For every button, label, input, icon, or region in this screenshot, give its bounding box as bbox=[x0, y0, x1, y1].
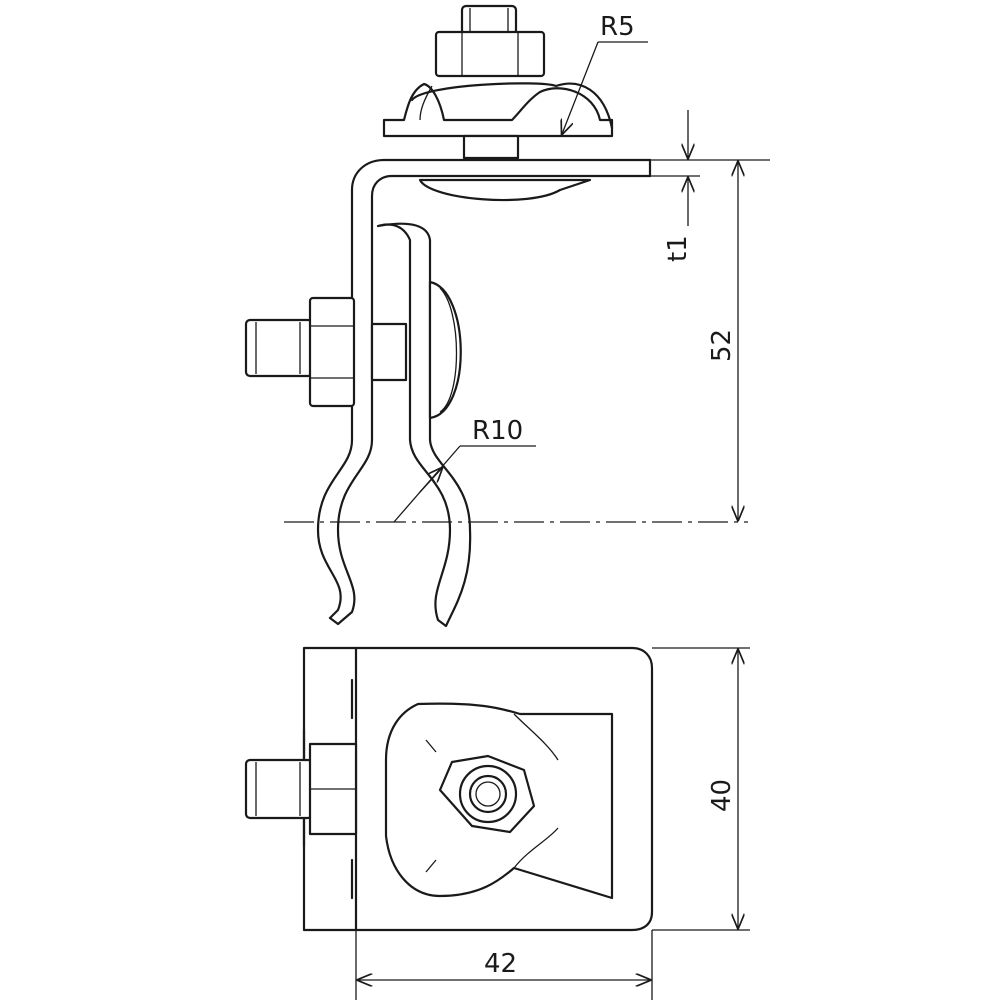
top-nut bbox=[434, 30, 546, 78]
bracket-outer bbox=[350, 158, 652, 302]
side-view bbox=[244, 4, 748, 628]
side-nut bbox=[308, 296, 356, 408]
top-view bbox=[244, 646, 654, 932]
height-label: 52 bbox=[707, 329, 737, 362]
carriage-bolt-head bbox=[418, 178, 592, 202]
saddle-clamp bbox=[382, 82, 614, 138]
radius-clamp-label: R10 bbox=[472, 416, 523, 446]
radius-top-label: R5 bbox=[600, 12, 635, 42]
clamp-right-arm bbox=[376, 222, 472, 628]
side-dimensions: R5 t1 52 R10 bbox=[393, 12, 770, 523]
side-spacer bbox=[370, 322, 408, 382]
width-label: 42 bbox=[484, 949, 517, 979]
top-view-hex-nut bbox=[438, 754, 536, 834]
top-dimensions: 40 42 bbox=[355, 647, 750, 1000]
width-depth-label: 40 bbox=[707, 779, 737, 812]
saddle-outline bbox=[384, 702, 614, 900]
plate-outline bbox=[302, 646, 654, 932]
washer bbox=[462, 134, 520, 160]
thickness-label: t1 bbox=[663, 235, 693, 262]
clamp-left-arm bbox=[316, 298, 354, 620]
